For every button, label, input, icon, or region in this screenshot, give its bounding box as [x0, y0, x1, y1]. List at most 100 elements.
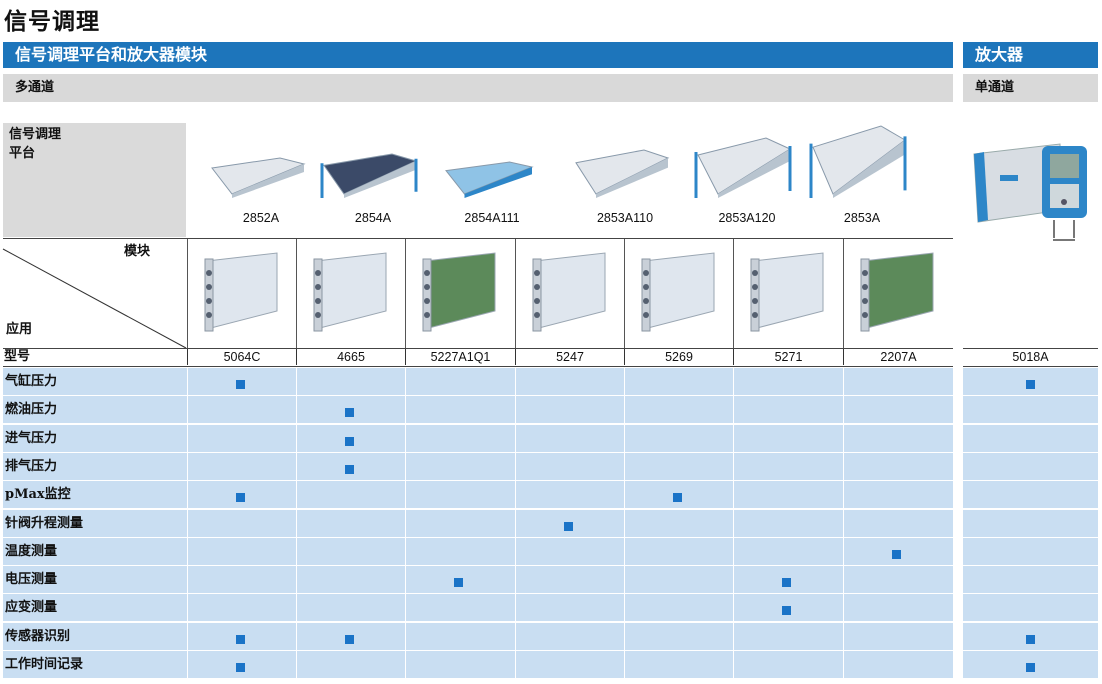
- applicable-marker: [236, 493, 245, 502]
- diagonal-top-label: 模块: [124, 244, 151, 259]
- platform-image-2853a: [809, 125, 907, 198]
- label-column-divider: [187, 368, 188, 679]
- section-header-platforms: 信号调理平台和放大器模块: [3, 42, 953, 68]
- column-divider: [843, 368, 844, 679]
- application-label: 气缸压力: [5, 374, 58, 389]
- application-row: [3, 594, 953, 621]
- module-image-cell: [296, 239, 405, 348]
- applicable-marker: [236, 663, 245, 672]
- module-5227a1q1-image: [422, 252, 496, 332]
- application-label: 进气压力: [5, 431, 58, 446]
- applicable-marker: [892, 550, 901, 559]
- amplifier-application-cell: [963, 453, 1098, 480]
- module-image-cell: [733, 239, 843, 348]
- diagonal-divider: [2, 248, 187, 349]
- model-5018a: 5018A: [1012, 350, 1049, 364]
- amplifier-application-cell: [963, 566, 1098, 593]
- platform-caption: 2853A120: [718, 211, 776, 225]
- applicable-marker: [564, 522, 573, 531]
- module-2207a-image: [860, 252, 934, 332]
- applicable-marker: [1026, 380, 1035, 389]
- module-image-cell: [187, 239, 296, 348]
- model-row-bottom-border: [3, 366, 953, 367]
- module-row-top-border: [3, 238, 953, 239]
- amp-model-row-top-border: [963, 348, 1098, 349]
- platform-caption: 2853A110: [596, 211, 654, 225]
- module-image-cell: [405, 239, 515, 348]
- amp-module-row-top-border: [963, 238, 1098, 239]
- application-label: 针阀升程测量: [5, 516, 84, 531]
- application-row: [3, 425, 953, 452]
- module-5269-image: [641, 252, 715, 332]
- amplifier-application-cell: [963, 594, 1098, 621]
- column-divider: [405, 368, 406, 679]
- application-label: 排气压力: [5, 459, 58, 474]
- amplifier-application-cell: [963, 425, 1098, 452]
- application-label: 工作时间记录: [5, 657, 84, 672]
- platform-caption: 2854A: [354, 211, 392, 225]
- module-4665-image: [313, 252, 387, 332]
- model-2207a: 2207A: [843, 349, 953, 365]
- platform-label: 信号调理 平台: [9, 127, 62, 161]
- applicable-marker: [345, 635, 354, 644]
- applicable-marker: [782, 578, 791, 587]
- module-image-cell: [515, 239, 624, 348]
- application-label: pMax监控: [5, 487, 71, 502]
- model-5247: 5247: [515, 349, 624, 365]
- module-image-cell: [624, 239, 733, 348]
- application-label: 电压测量: [5, 572, 58, 587]
- column-divider: [624, 368, 625, 679]
- model-5064c: 5064C: [187, 349, 296, 365]
- page-title: 信号调理: [4, 8, 100, 35]
- applicable-marker: [673, 493, 682, 502]
- module-5247-image: [532, 252, 606, 332]
- applicable-marker: [345, 465, 354, 474]
- amplifier-application-cell: [963, 481, 1098, 508]
- amplifier-5018a-image: [973, 143, 1087, 241]
- applicable-marker: [345, 408, 354, 417]
- subheader-multichannel: 多通道: [3, 74, 953, 102]
- application-label: 燃油压力: [5, 402, 58, 417]
- application-label: 温度测量: [5, 544, 58, 559]
- applicable-marker: [236, 635, 245, 644]
- applicable-marker: [1026, 635, 1035, 644]
- applicable-marker: [782, 606, 791, 615]
- platform-image-2853a120: [694, 137, 792, 198]
- applicable-marker: [236, 380, 245, 389]
- application-row: [3, 510, 953, 537]
- platform-caption: 2853A: [843, 211, 881, 225]
- diagonal-bottom-label: 应用: [6, 322, 33, 337]
- application-label: 应变测量: [5, 600, 58, 615]
- amp-model-row-bottom-border: [963, 366, 1098, 367]
- module-image-cell: [843, 239, 953, 348]
- module-5271-image: [750, 252, 824, 332]
- amplifier-application-cell: [963, 396, 1098, 423]
- model-row-top-border: [3, 348, 953, 349]
- application-row: [3, 566, 953, 593]
- column-divider: [515, 368, 516, 679]
- model-5269: 5269: [624, 349, 733, 365]
- applicable-marker: [1026, 663, 1035, 672]
- amplifier-application-cell: [963, 538, 1098, 565]
- platform-caption: 2854A111: [464, 211, 520, 225]
- column-divider: [733, 368, 734, 679]
- model-5271: 5271: [733, 349, 843, 365]
- application-row: [3, 368, 953, 395]
- applicable-marker: [345, 437, 354, 446]
- platform-image-2853a110: [575, 149, 670, 198]
- platform-caption: 2852A: [242, 211, 280, 225]
- application-row: [3, 481, 953, 508]
- application-row: [3, 453, 953, 480]
- application-row: [3, 396, 953, 423]
- column-divider: [296, 368, 297, 679]
- module-5064c-image: [204, 252, 278, 332]
- section-header-amplifier: 放大器: [963, 42, 1098, 68]
- application-row: [3, 538, 953, 565]
- model-header: 型号: [4, 349, 31, 364]
- application-label: 传感器识别: [5, 629, 71, 644]
- platform-image-2854a: [320, 153, 418, 198]
- platform-image-2854a111: [445, 161, 534, 198]
- platform-label-panel: 信号调理 平台: [3, 123, 186, 237]
- applicable-marker: [454, 578, 463, 587]
- amplifier-application-cell: [963, 510, 1098, 537]
